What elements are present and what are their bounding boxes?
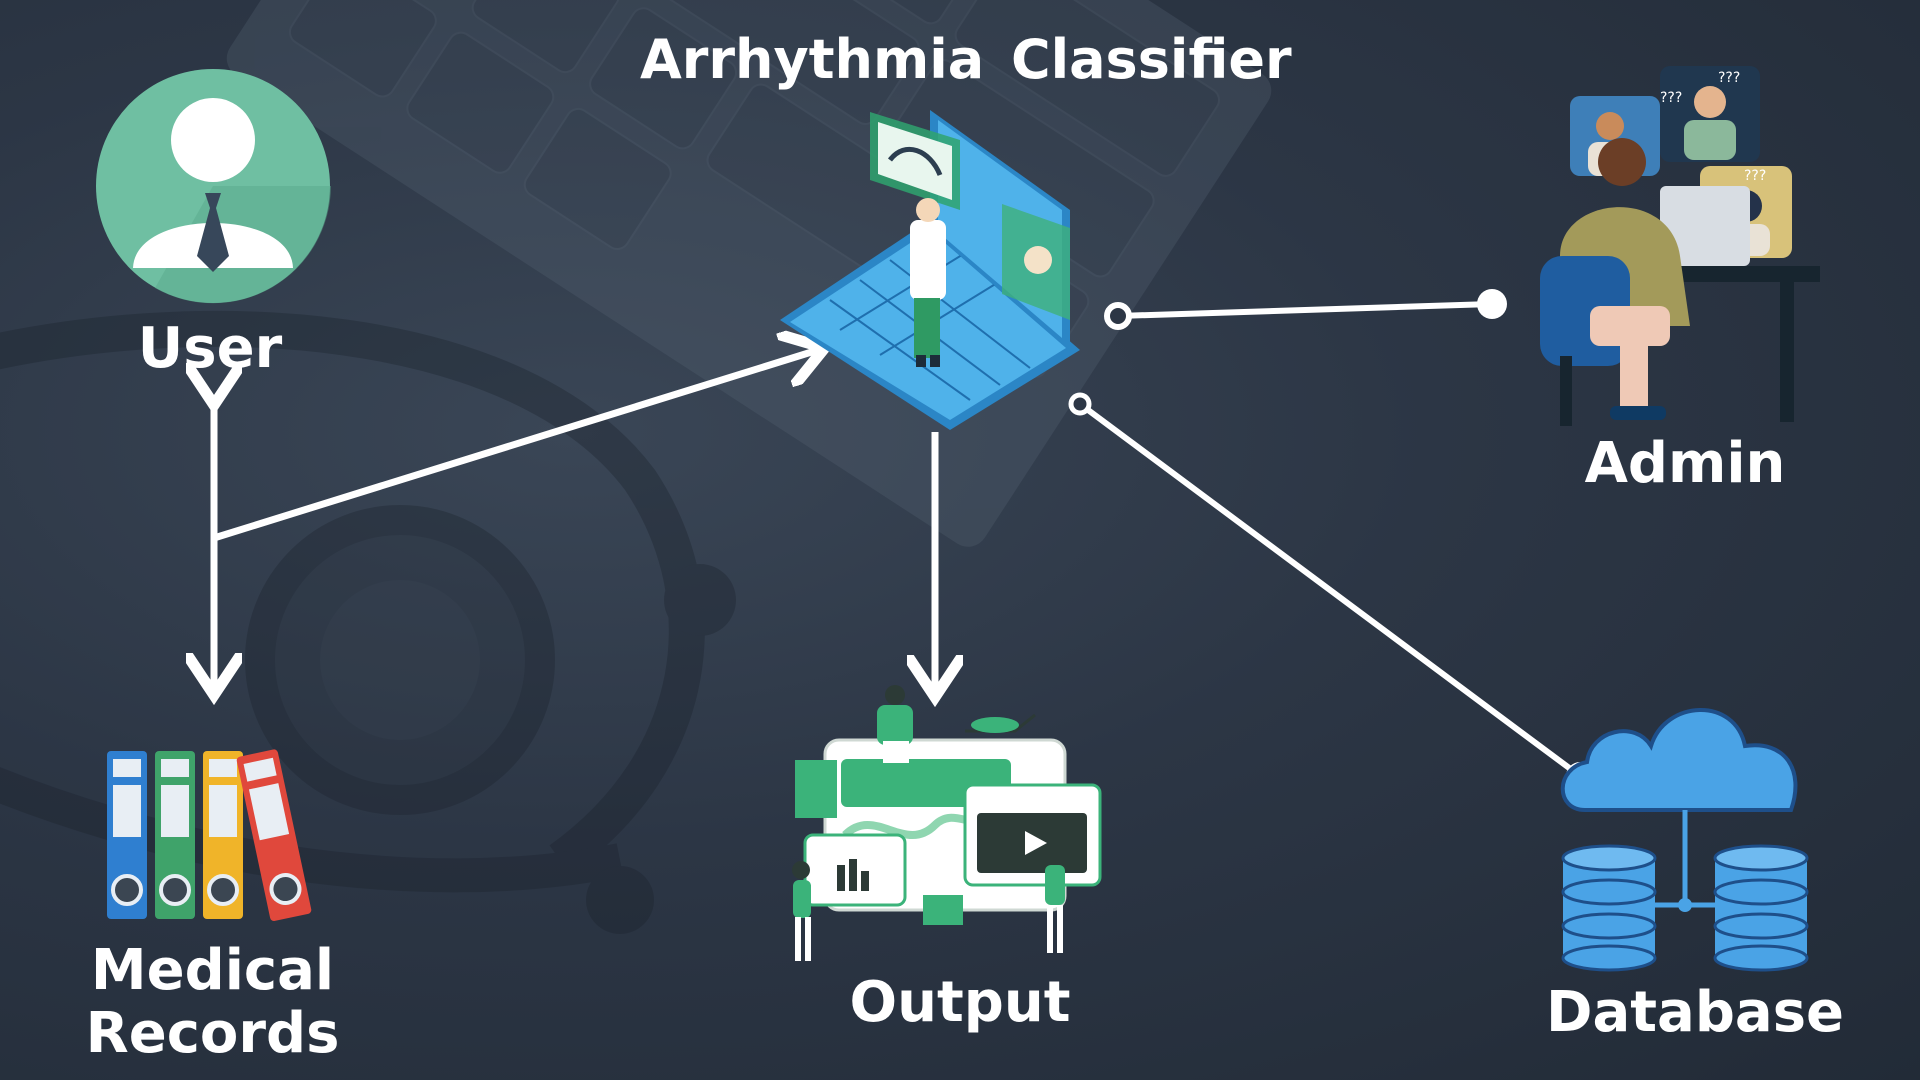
user-label: User (137, 316, 283, 381)
medical-records-label: Medical Records (60, 938, 365, 1066)
medical-records-label-line2: Records (85, 1000, 340, 1066)
question-bubble-icon: ??? (1744, 168, 1766, 184)
output-label: Output (849, 970, 1071, 1035)
admin-label: Admin (1584, 431, 1786, 496)
medical-records-label-line1: Medical (90, 938, 335, 1003)
user-avatar-icon (96, 69, 331, 304)
question-bubble-icon: ??? (1660, 90, 1682, 106)
cloud-database-icon (1560, 708, 1809, 972)
stethoscope-graphic (0, 310, 736, 934)
output-dashboard-icon (792, 685, 1102, 961)
diagram-title: Arrhythmia Classifier (640, 28, 1292, 91)
arrow-branch-to-classifier (212, 350, 818, 542)
connector-classifier-database (1068, 392, 1594, 790)
doctor-laptop-icon (780, 110, 1080, 430)
connector-classifier-admin (1104, 289, 1507, 330)
database-label: Database (1545, 980, 1845, 1045)
database-cylinder-left (1561, 844, 1657, 972)
question-bubble-icon: ??? (1718, 70, 1740, 86)
database-cylinder-right (1713, 844, 1809, 972)
admin-team-icon: ??? ??? ??? (1540, 66, 1820, 426)
binders-icon (107, 749, 312, 921)
